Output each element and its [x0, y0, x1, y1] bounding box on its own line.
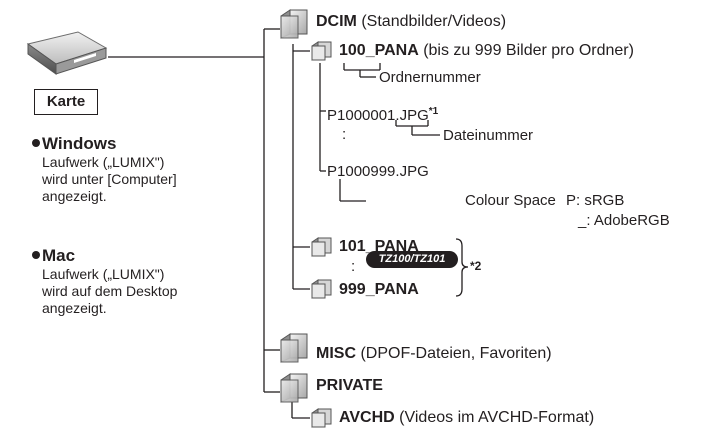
files-ellipsis: :: [342, 126, 347, 143]
windows-description: Laufwerk („LUMIX") wird unter [Computer]…: [42, 154, 177, 204]
folder-101-pana-icon: [311, 237, 332, 257]
folder-number-label: Ordnernummer: [379, 69, 481, 86]
folder-999-pana-icon: [311, 279, 332, 299]
mac-description: Laufwerk („LUMIX") wird auf dem Desktop …: [42, 266, 178, 316]
folder-private-icon: [280, 373, 308, 403]
folders-ellipsis: :: [351, 258, 356, 275]
colour-space-adobergb: _: AdobeRGB: [578, 212, 670, 229]
folder-dcim-icon: [280, 9, 308, 39]
pana101-folder: 101_PANA: [339, 238, 419, 255]
model-badge: TZ100/TZ101: [366, 251, 458, 268]
group-footnote-mark: *2: [470, 259, 482, 273]
file-first: P1000001.JPG*1: [327, 106, 439, 124]
folder-misc-icon: [280, 333, 308, 363]
windows-section: Windows Laufwerk („LUMIX") wird unter [C…: [32, 134, 177, 205]
sd-card-reader-icon: [24, 30, 110, 83]
avchd-folder: AVCHD (Videos im AVCHD-Format): [339, 409, 595, 426]
folder-100-pana-icon: [311, 41, 332, 61]
pana999-folder: 999_PANA: [339, 281, 419, 298]
bullet-icon: [32, 139, 40, 147]
file-last: P1000999.JPG: [327, 163, 429, 180]
pana100-folder: 100_PANA (bis zu 999 Bilder pro Ordner): [339, 42, 634, 59]
colour-space-label: Colour Space: [465, 192, 556, 209]
misc-folder: MISC (DPOF-Dateien, Favoriten): [316, 345, 552, 362]
colour-space-srgb: P: sRGB: [566, 192, 625, 209]
windows-title: Windows: [32, 134, 177, 154]
card-label: Karte: [34, 89, 98, 115]
mac-section: Mac Laufwerk („LUMIX") wird auf dem Desk…: [32, 246, 177, 317]
file-number-label: Dateinummer: [443, 127, 534, 144]
mac-title: Mac: [32, 246, 177, 266]
bullet-icon: [32, 251, 40, 259]
folder-avchd-icon: [311, 408, 332, 428]
private-folder: PRIVATE: [316, 377, 383, 394]
dcim-folder: DCIM (Standbilder/Videos): [316, 13, 507, 30]
